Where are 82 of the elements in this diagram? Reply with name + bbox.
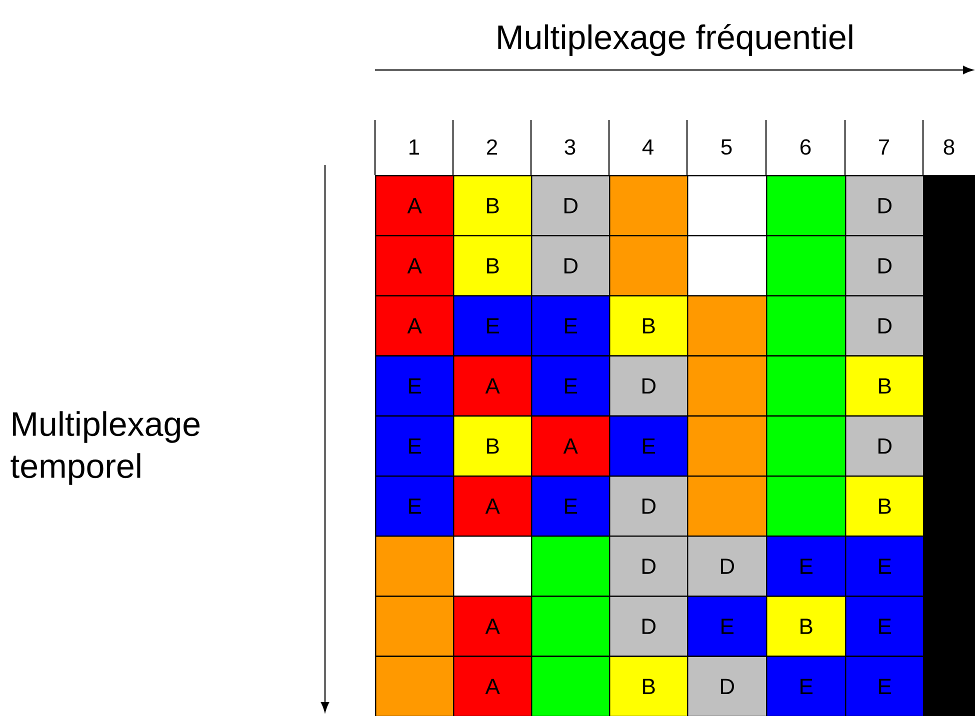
lettered-cell: E: [375, 415, 454, 477]
blank-cell: [687, 295, 768, 356]
lettered-cell: D: [687, 536, 768, 597]
blank-cell: [531, 656, 610, 716]
column-number: 4: [642, 139, 654, 155]
lettered-cell: B: [453, 415, 532, 477]
lettered-cell: D: [609, 596, 688, 657]
blank-cell: [923, 355, 975, 417]
blank-cell: [375, 536, 454, 597]
lettered-cell: B: [453, 235, 532, 296]
blank-cell: [766, 235, 846, 296]
blank-cell: [531, 596, 610, 657]
axis-title: Multiplexage temporel: [10, 411, 200, 485]
lettered-cell: B: [609, 656, 688, 716]
lettered-cell: D: [531, 235, 610, 296]
blank-cell: [687, 476, 768, 537]
lettered-cell: A: [453, 476, 532, 537]
lettered-cell: E: [845, 596, 924, 657]
lettered-cell: D: [609, 536, 688, 597]
lettered-cell: B: [845, 476, 924, 537]
blank-cell: [923, 235, 975, 296]
blank-cell: [375, 596, 454, 657]
blank-cell: [687, 355, 768, 417]
blank-cell: [766, 415, 846, 477]
blank-cell: [923, 656, 975, 716]
blank-cell: [453, 536, 532, 597]
blank-cell: [687, 415, 768, 477]
blank-cell: [766, 476, 846, 537]
lettered-cell: D: [609, 476, 688, 537]
lettered-cell: B: [609, 295, 688, 356]
lettered-cell: A: [375, 235, 454, 296]
lettered-cell: B: [453, 175, 532, 236]
blank-cell: [923, 295, 975, 356]
blank-cell: [923, 476, 975, 537]
blank-cell: [923, 596, 975, 657]
blank-cell: [766, 355, 846, 417]
column-number: 5: [721, 139, 732, 155]
blank-cell: [923, 415, 975, 477]
lettered-cell: E: [375, 355, 454, 417]
lettered-cell: A: [453, 656, 532, 716]
column-number: 2: [487, 139, 498, 155]
column-number: 7: [879, 139, 890, 155]
blank-cell: [766, 295, 846, 356]
column-number: 3: [564, 139, 576, 155]
column-number: 1: [410, 139, 420, 155]
lettered-cell: E: [766, 536, 846, 597]
lettered-cell: D: [845, 295, 924, 356]
lettered-cell: E: [687, 596, 768, 657]
lettered-cell: A: [375, 175, 454, 236]
lettered-cell: E: [375, 476, 454, 537]
lettered-cell: E: [531, 355, 610, 417]
blank-cell: [923, 175, 975, 236]
lettered-cell: E: [609, 415, 688, 477]
blank-cell: [687, 235, 768, 296]
column-number: 8: [944, 139, 954, 155]
lettered-cell: E: [531, 476, 610, 537]
lettered-cell: D: [609, 355, 688, 417]
blank-cell: [923, 536, 975, 597]
lettered-cell: D: [845, 415, 924, 477]
lettered-cell: A: [531, 415, 610, 477]
lettered-cell: B: [766, 596, 846, 657]
axis-title: Multiplexage fréquentiel: [498, 24, 852, 56]
blank-cell: [609, 235, 688, 296]
lettered-cell: E: [845, 536, 924, 597]
blank-cell: [609, 175, 688, 236]
lettered-cell: D: [531, 175, 610, 236]
blank-cell: [687, 175, 768, 236]
blank-cell: [531, 536, 610, 597]
lettered-cell: E: [845, 656, 924, 716]
lettered-cell: A: [375, 295, 454, 356]
lettered-cell: D: [845, 235, 924, 296]
lettered-cell: D: [845, 175, 924, 236]
lettered-cell: E: [766, 656, 846, 716]
blank-cell: [766, 175, 846, 236]
lettered-cell: D: [687, 656, 768, 716]
column-number: 6: [800, 139, 811, 155]
lettered-cell: A: [453, 596, 532, 657]
lettered-cell: A: [453, 355, 532, 417]
lettered-cell: E: [531, 295, 610, 356]
blank-cell: [375, 656, 454, 716]
lettered-cell: B: [845, 355, 924, 417]
lettered-cell: E: [453, 295, 532, 356]
